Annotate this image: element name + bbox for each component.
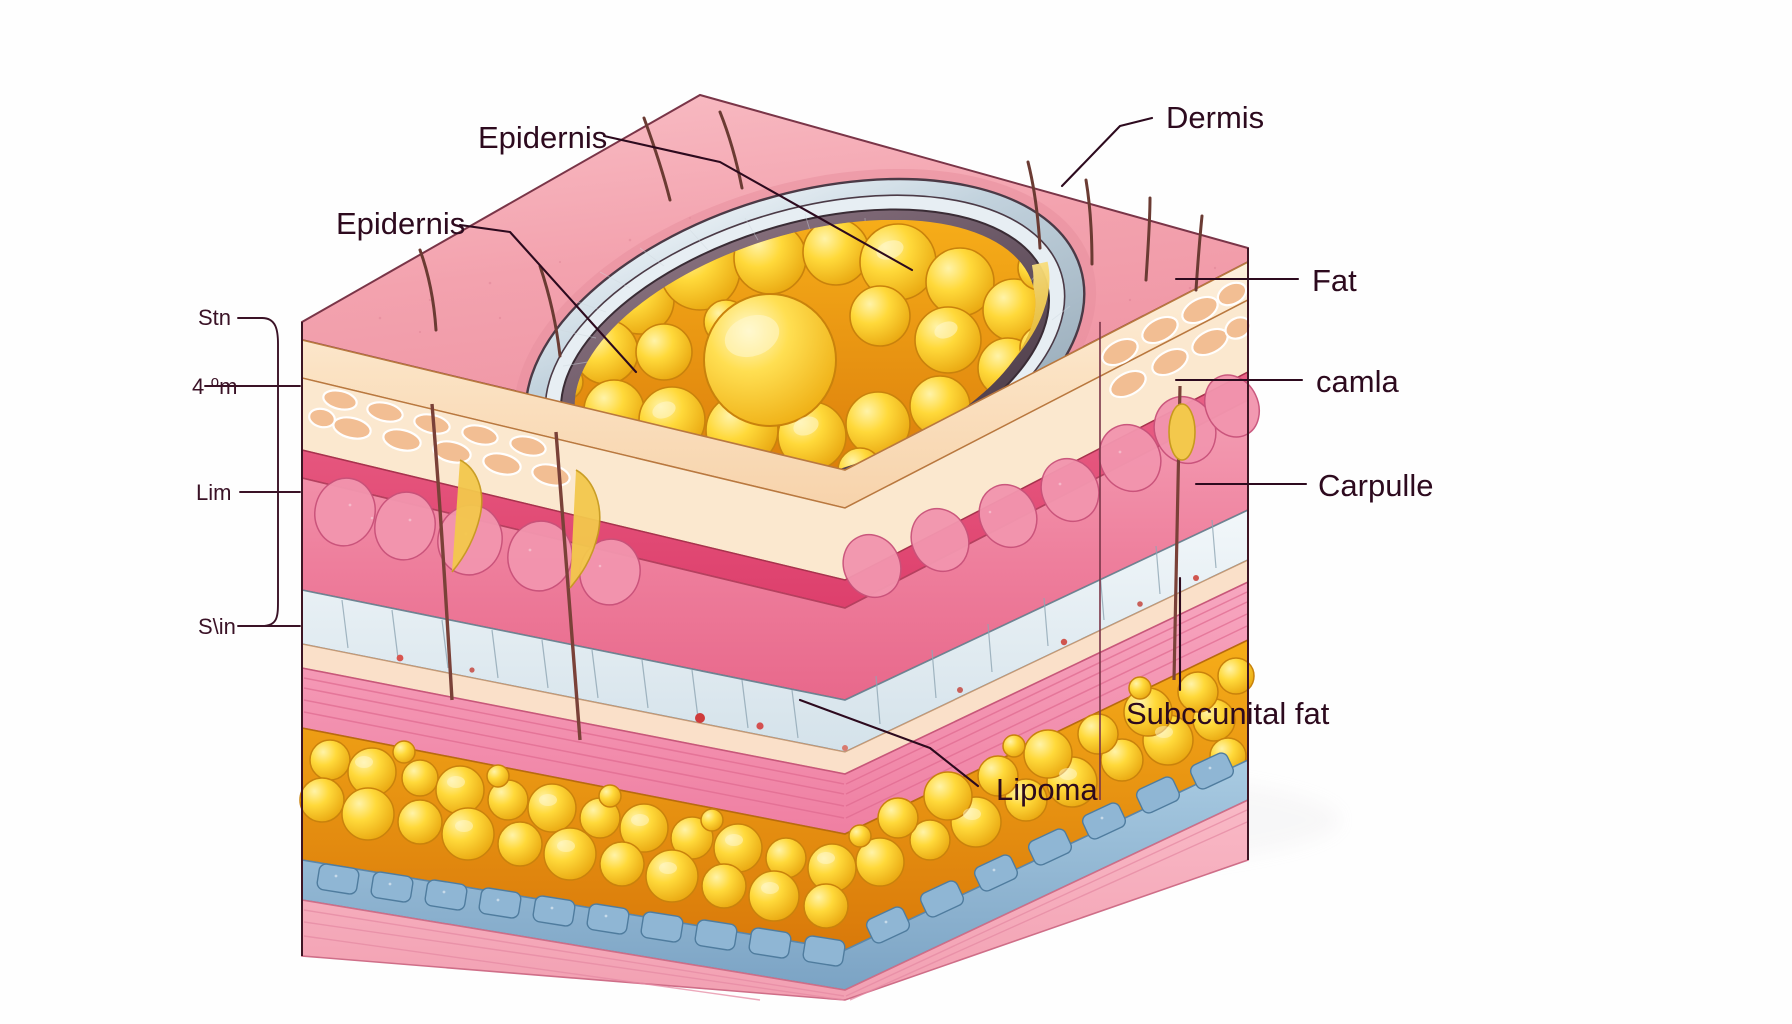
leader-lipoma (798, 698, 980, 788)
hair-surface-5 (1144, 196, 1152, 282)
scale-label-top: Stn (198, 305, 231, 330)
deep-muscle-striations (303, 809, 1248, 1001)
capillary-dots (396, 575, 1199, 751)
collagen-striations (341, 519, 1217, 739)
label-camla: camla (1316, 364, 1399, 399)
hair-surface-2 (718, 110, 744, 190)
hair-surface-3 (1026, 160, 1042, 250)
hair-shaft-left (418, 248, 438, 332)
leader-lines (458, 116, 1308, 788)
label-fat: Fat (1312, 263, 1357, 298)
hair-surface-6 (1194, 214, 1204, 292)
subcutaneous-fat-globules (299, 657, 1255, 929)
label-lipoma: Lipoma (996, 772, 1098, 807)
label-subcutaneous-fat: Subccunital fat (1126, 696, 1330, 731)
hair-follicle-shaft-mid (554, 431, 582, 741)
hair-shaft-mid (538, 264, 562, 358)
left-scale-bracket (204, 317, 301, 627)
vascular-cobbles (316, 752, 1235, 967)
leader-epidermis-lower (458, 223, 638, 374)
hair-follicle-group (418, 110, 1204, 741)
scale-label-bottom: S\in (198, 614, 236, 639)
leader-epidermis-upper (602, 134, 914, 272)
label-epidermis-upper: Epidernis (478, 120, 607, 155)
scale-label-third: Lim (196, 480, 231, 505)
sebaceous-gland-left (451, 459, 483, 573)
label-dermis: Dermis (1166, 100, 1264, 135)
label-epidermis-lower: Epidernis (336, 206, 465, 241)
sebaceous-gland-right (1168, 403, 1196, 461)
label-carpulle: Carpulle (1318, 468, 1433, 503)
fat-highlights (355, 726, 1173, 894)
hair-surface-4 (1084, 178, 1094, 266)
leader-dermis (1060, 116, 1154, 188)
label-texts: Epidernis Epidernis Dermis Fat camla Car… (192, 100, 1433, 807)
skin-layer-stack (299, 260, 1261, 1001)
sebaceous-gland-mid (569, 469, 601, 589)
right-end-edge (1099, 248, 1249, 860)
scale-label-second: 4 ⁰m (192, 374, 238, 399)
hair-surface-1 (642, 116, 672, 202)
hair-follicle-shaft-left (430, 403, 454, 701)
vessel-stipple (334, 766, 1212, 924)
